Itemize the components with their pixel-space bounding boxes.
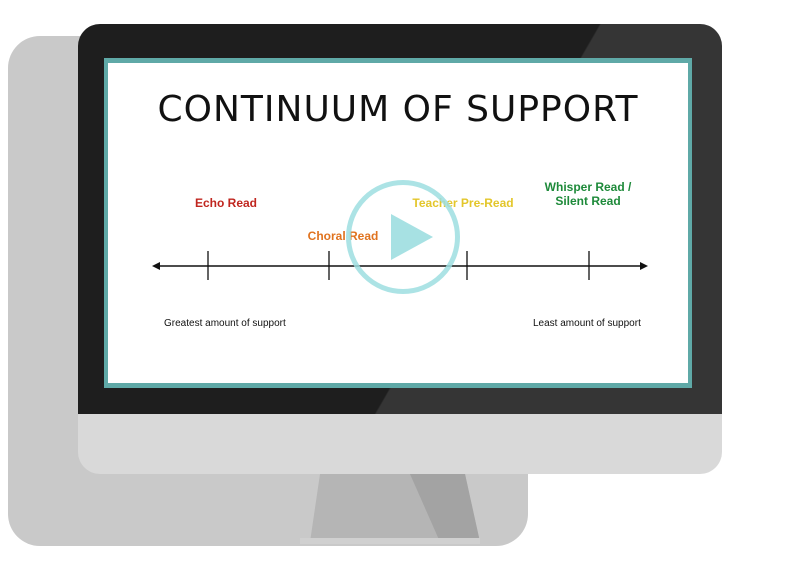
monitor-chin <box>78 414 722 474</box>
level-label-echo-read: Echo Read <box>166 196 286 210</box>
play-icon <box>391 214 433 260</box>
level-label-line1: Whisper Read / <box>544 180 632 194</box>
level-label-line1: Echo Read <box>194 196 257 210</box>
axis-arrow-left <box>152 262 160 270</box>
left-end-label: Greatest amount of support <box>164 318 286 329</box>
right-end-label: Least amount of support <box>533 318 641 329</box>
slide-title: CONTINUUM OF SUPPORT <box>157 89 639 130</box>
level-label-whisper-read: Whisper Read / Silent Read <box>528 180 648 208</box>
monitor-stand <box>300 474 480 544</box>
axis-arrow-right <box>640 262 648 270</box>
video-screen[interactable]: CONTINUUM OF SUPPORT Echo Read Choral Re… <box>108 63 688 383</box>
play-button[interactable] <box>346 180 460 294</box>
level-label-line2: Silent Read <box>555 194 621 208</box>
